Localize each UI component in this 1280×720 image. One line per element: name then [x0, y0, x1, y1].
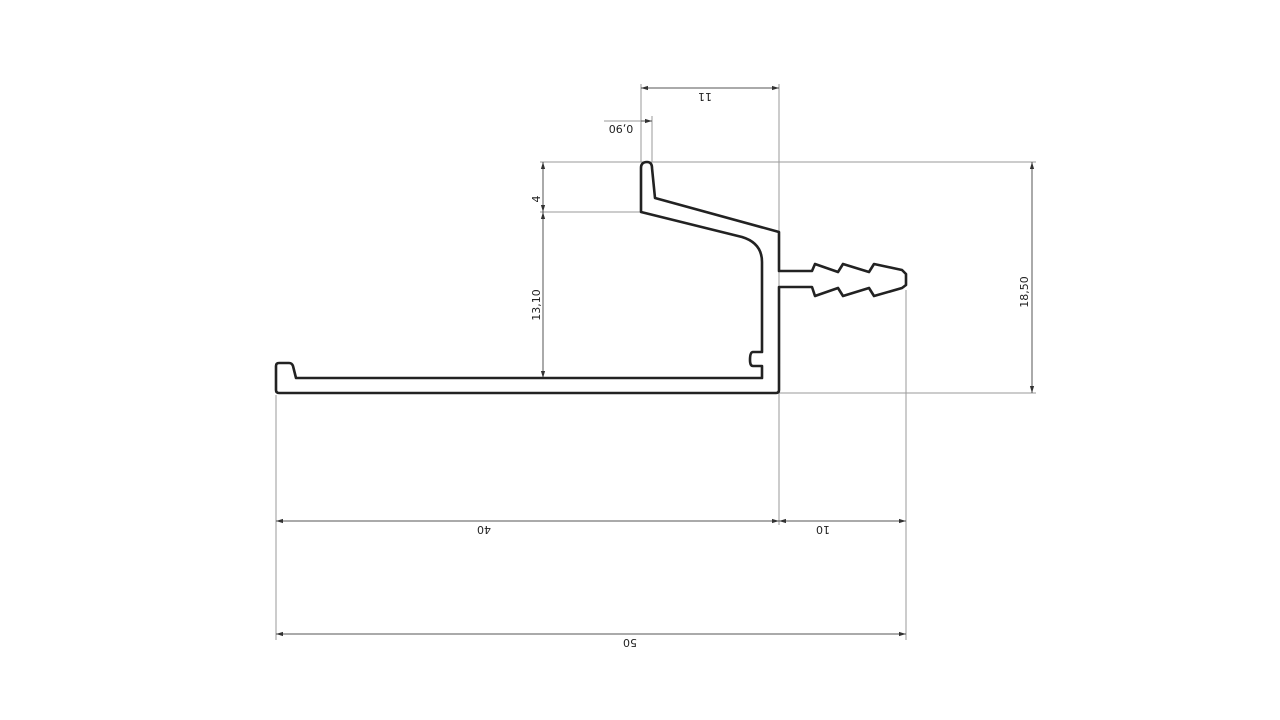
dim-lip-thickness: 0,90 [609, 122, 634, 135]
dimension-labels: 11 0,90 4 13,10 18,50 40 10 50 [477, 90, 1031, 649]
dim-lip-height: 4 [530, 196, 543, 203]
dim-base-width: 40 [477, 523, 491, 536]
dim-inner-height: 13,10 [530, 289, 543, 321]
dim-top-width: 11 [698, 90, 712, 103]
dim-total-width: 50 [623, 636, 637, 649]
dim-total-height: 18,50 [1018, 276, 1031, 308]
profile-outline [274, 160, 908, 395]
dimension-lines [276, 85, 1035, 637]
extension-lines [275, 84, 1036, 640]
dim-barb-length: 10 [816, 523, 830, 536]
